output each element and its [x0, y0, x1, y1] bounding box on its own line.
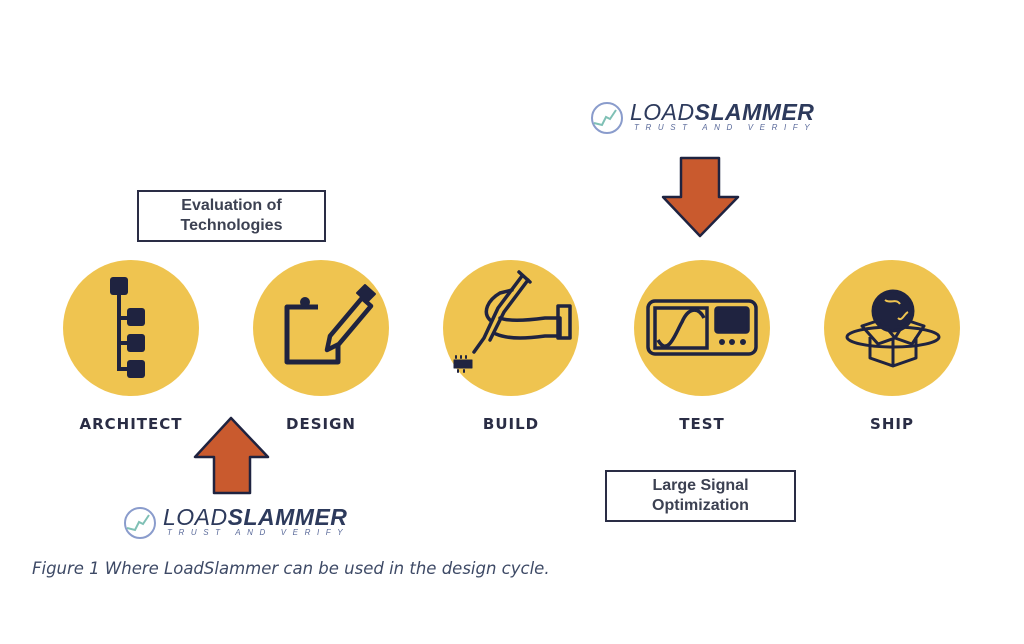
logo-tagline: TRUST AND VERIFY	[634, 123, 817, 132]
logo-text-bold: SLAMMER	[694, 99, 815, 125]
loadslammer-logo-top: LOADSLAMMER TRUST AND VERIFY	[590, 99, 820, 135]
stage-circle-build	[443, 260, 579, 396]
logo-tagline: TRUST AND VERIFY	[167, 528, 350, 537]
stage-circle-test	[634, 260, 770, 396]
logo-text-light: LOAD	[630, 99, 695, 125]
stage-label-architect: ARCHITECT	[79, 415, 183, 433]
large-signal-optimization-note: Large Signal Optimization	[605, 470, 796, 522]
evaluation-of-technologies-note: Evaluation of Technologies	[137, 190, 326, 242]
figure-caption: Figure 1 Where LoadSlammer can be used i…	[32, 559, 550, 578]
logo-text-light: LOAD	[163, 504, 228, 530]
loadslammer-logo-bottom: LOADSLAMMER TRUST AND VERIFY	[123, 504, 353, 540]
arrow-up-to-design	[193, 416, 270, 495]
logo-swoosh-icon	[124, 507, 156, 539]
hand-soldering-icon	[453, 270, 572, 373]
stage-circle-design	[253, 260, 389, 396]
stage-label-test: TEST	[679, 415, 725, 433]
stage-label-build: BUILD	[482, 415, 540, 433]
stage-label-ship: SHIP	[870, 415, 914, 433]
note-line: Large Signal	[652, 477, 749, 494]
logo-text-bold: SLAMMER	[227, 504, 348, 530]
clipboard-pencil-icon	[284, 284, 376, 365]
note-line: Evaluation of	[181, 197, 282, 214]
stage-label-design: DESIGN	[286, 415, 356, 433]
stage-circle-architect	[63, 260, 199, 396]
globe-box-icon	[845, 289, 941, 368]
note-line: Technologies	[180, 217, 283, 234]
hierarchy-icon	[110, 277, 145, 378]
logo-swoosh-icon	[591, 102, 623, 134]
oscilloscope-icon	[646, 299, 758, 356]
arrow-down-to-test	[661, 156, 740, 238]
note-line: Optimization	[652, 497, 749, 514]
